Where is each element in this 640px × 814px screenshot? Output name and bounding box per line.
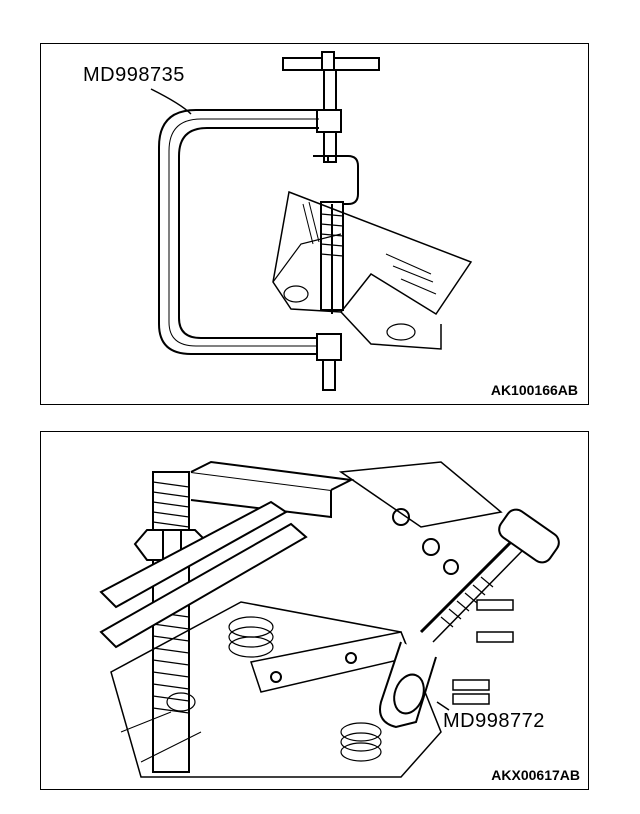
tool-label-md998772: MD998772 [443, 710, 545, 732]
tool-label-md998735: MD998735 [83, 64, 185, 86]
figure-panel-top: MD998735 AK100166AB [40, 43, 589, 405]
figure-code-top: AK100166AB [490, 382, 578, 398]
valve-spring-compressor-on-cylinder-head-icon [99, 460, 560, 778]
figure-panel-bottom: MD998772 AKX00617AB [40, 431, 589, 790]
figure-code-bottom: AKX00617AB [491, 767, 580, 783]
c-clamp-valve-spring-compressor-icon [150, 51, 473, 391]
